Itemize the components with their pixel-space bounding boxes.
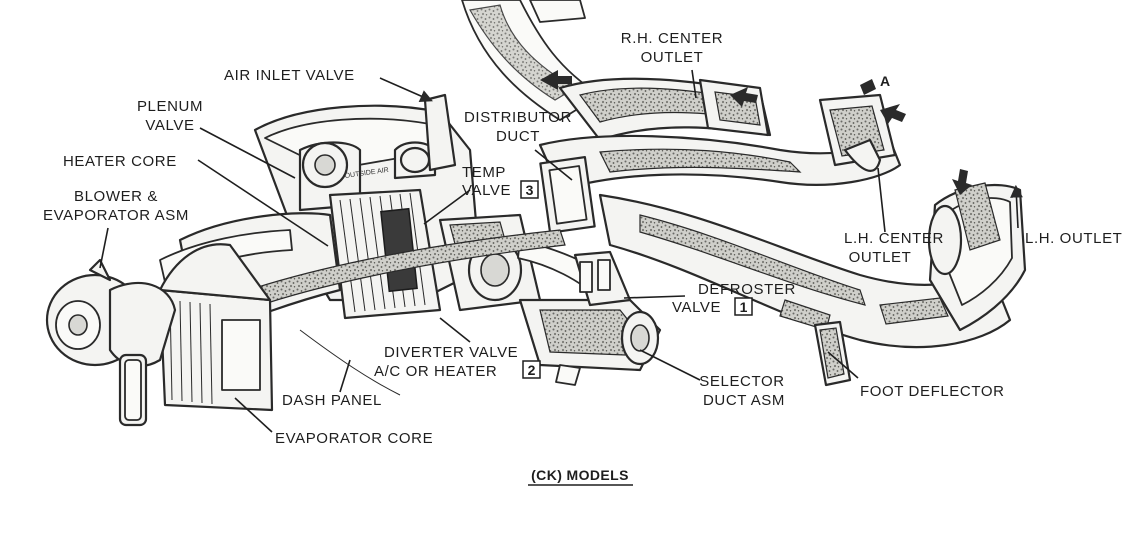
- label-distributor-duct-2: DUCT: [496, 128, 540, 145]
- label-defroster-valve-2: VALVE: [672, 299, 721, 316]
- labels: R.H. CENTER OUTLET AIR INLET VALVE DISTR…: [43, 30, 1122, 447]
- label-temp-valve-1: TEMP: [462, 164, 506, 181]
- evaporator-core-part: [158, 243, 274, 412]
- label-heater-core: HEATER CORE: [63, 153, 177, 170]
- defroster-valve-number-box: [734, 297, 753, 316]
- label-defroster-valve-1: DEFROSTER: [698, 281, 796, 298]
- label-selector-duct-1: SELECTOR: [699, 373, 784, 390]
- label-air-inlet-valve: AIR INLET VALVE: [224, 67, 355, 84]
- foot-deflector-part: [813, 320, 852, 387]
- label-distributor-duct-1: DISTRIBUTOR: [464, 109, 572, 126]
- temp-valve-number: 3: [526, 182, 534, 198]
- rh-center-outlet-duct: [558, 77, 772, 142]
- lh-outlet: [927, 182, 1027, 332]
- label-view-a: A: [880, 73, 890, 89]
- label-rh-center-outlet-2: OUTLET: [641, 49, 704, 66]
- label-blower-evap-2: EVAPORATOR ASM: [43, 207, 189, 224]
- flow-arrows: [540, 70, 972, 195]
- label-lh-outlet: L.H. OUTLET: [1025, 230, 1122, 247]
- label-temp-valve-2: VALVE: [462, 182, 511, 199]
- label-plenum-valve-1: PLENUM: [137, 98, 203, 115]
- caption-group: (CK) MODELS: [528, 467, 633, 486]
- label-blower-evap-1: BLOWER &: [74, 188, 158, 205]
- label-plenum-valve-2: VALVE: [145, 117, 194, 134]
- selector-duct: [518, 250, 662, 386]
- lh-lower-duct: [598, 193, 1012, 349]
- diverter-valve-number-box: [522, 360, 541, 379]
- lh-center-outlet: [818, 93, 897, 172]
- label-lh-center-outlet-1: L.H. CENTER: [844, 230, 944, 247]
- dash-panel-line: [299, 329, 401, 396]
- leader-lines: [99, 69, 1023, 433]
- label-diverter-valve-2: A/C OR HEATER: [374, 363, 497, 380]
- illustration: OUTSIDE AIR: [45, 0, 1027, 427]
- defroster-valve-number: 1: [740, 299, 748, 315]
- distributor-duct: [538, 134, 902, 234]
- figure-caption: (CK) MODELS: [531, 467, 629, 483]
- label-selector-duct-2: DUCT ASM: [703, 392, 785, 409]
- temp-valve-number-box: [520, 180, 539, 199]
- blower-assembly: [45, 258, 177, 427]
- label-dash-panel: DASH PANEL: [282, 392, 382, 409]
- label-foot-deflector: FOOT DEFLECTOR: [860, 383, 1005, 400]
- label-rh-center-outlet-1: R.H. CENTER: [621, 30, 723, 47]
- label-lh-center-outlet-2: OUTLET: [849, 249, 912, 266]
- diverter-valve-number: 2: [528, 362, 536, 378]
- label-evaporator-core: EVAPORATOR CORE: [275, 430, 433, 447]
- label-diverter-valve-1: DIVERTER VALVE: [384, 344, 518, 361]
